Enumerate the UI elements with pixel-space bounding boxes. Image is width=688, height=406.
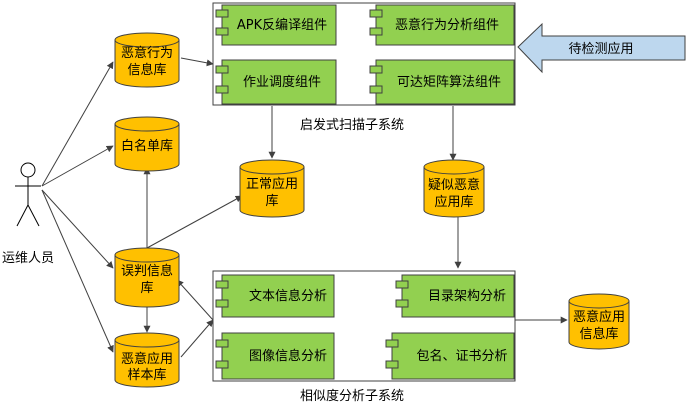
malicious-app-db-label-2: 信息库: [579, 326, 618, 342]
malicious-behavior-db-label-1: 恶意行为: [121, 45, 173, 61]
component-port-icon: [215, 85, 229, 94]
normal-app-db-label-1: 正常应用: [246, 176, 298, 192]
component-port-icon: [385, 339, 399, 348]
component-text-analysis: 文本信息分析: [215, 274, 335, 318]
component-job-scheduler: 作业调度组件: [215, 59, 337, 105]
component-behavior-analysis: 恶意行为分析组件: [369, 4, 515, 46]
misjudge-db-label-1: 误判信息: [121, 263, 173, 279]
job-scheduler-label: 作业调度组件: [243, 74, 321, 90]
component-port-icon: [215, 339, 229, 348]
misjudge-db-label-2: 库: [140, 280, 153, 296]
component-port-icon: [215, 9, 229, 18]
suspect-db: 疑似恶意 应用库: [423, 159, 485, 218]
component-image-analysis: 图像信息分析: [215, 332, 335, 380]
component-port-icon: [215, 360, 229, 369]
suspect-db-label-2: 应用库: [434, 194, 473, 210]
apk-decompile-label: APK反编译组件: [237, 18, 327, 33]
normal-app-db-label-2: 库: [265, 193, 278, 209]
actor-label: 运维人员: [2, 251, 54, 266]
arrow-behavior-db-to-heuristic: [180, 57, 214, 67]
text-analysis-label: 文本信息分析: [249, 288, 327, 304]
image-analysis-label: 图像信息分析: [249, 348, 327, 364]
component-reachability-matrix: 可达矩阵算法组件: [369, 59, 515, 105]
whitelist-db-label: 白名单库: [121, 138, 173, 154]
malicious-sample-db-label-1: 恶意应用: [121, 351, 173, 367]
heuristic-subsystem-label: 启发式扫描子系统: [300, 117, 404, 133]
component-directory-analysis: 目录架构分析: [395, 274, 515, 318]
component-port-icon: [395, 280, 409, 289]
arrow-actor-to-misjudge-db: [41, 189, 114, 269]
component-port-icon: [215, 65, 229, 74]
directory-analysis-label: 目录架构分析: [428, 289, 506, 304]
operator-actor: 运维人员: [2, 162, 54, 266]
component-port-icon: [369, 65, 383, 74]
component-port-icon: [369, 9, 383, 18]
input-app-label: 待检测应用: [568, 41, 633, 57]
component-port-icon: [395, 299, 409, 308]
component-port-icon: [369, 85, 383, 94]
malicious-sample-db: 恶意应用 样本库: [114, 332, 180, 388]
component-package-cert-analysis: 包名、证书分析: [385, 332, 515, 380]
malicious-app-db: 恶意应用 信息库: [568, 293, 630, 350]
component-apk-decompile: APK反编译组件: [215, 4, 337, 46]
heuristic-scan-subsystem: APK反编译组件 恶意行为分析组件 作业调度组件 可达矩阵算法组件 启发式扫描子…: [212, 2, 516, 133]
component-port-icon: [385, 360, 399, 369]
arrow-sample-to-similarity: [180, 319, 214, 358]
malicious-app-db-label-1: 恶意应用: [573, 309, 625, 325]
arrow-misjudge-to-normal-db: [146, 195, 243, 249]
arrow-similarity-to-misjudge: [176, 279, 214, 321]
malicious-behavior-db-label-2: 信息库: [127, 62, 166, 78]
misjudge-db: 误判信息 库: [114, 247, 180, 308]
arrow-actor-to-behavior-db: [41, 61, 114, 187]
suspect-db-label-1: 疑似恶意: [428, 177, 480, 193]
stick-figure-icon: [15, 162, 41, 227]
component-port-icon: [215, 27, 229, 36]
connectors: [41, 57, 568, 358]
normal-app-db: 正常应用 库: [239, 159, 305, 218]
package-cert-analysis-label: 包名、证书分析: [416, 348, 507, 364]
arrow-actor-to-sample-db: [41, 189, 114, 353]
arrow-actor-to-whitelist-db: [41, 145, 114, 187]
similarity-subsystem-label: 相似度分析子系统: [300, 388, 404, 404]
reachability-matrix-label: 可达矩阵算法组件: [397, 75, 501, 90]
left-arrow-icon: [517, 22, 686, 74]
behavior-analysis-label: 恶意行为分析组件: [395, 17, 499, 33]
component-port-icon: [215, 299, 229, 308]
input-app-arrow: 待检测应用: [517, 22, 686, 74]
malicious-behavior-db: 恶意行为 信息库: [114, 32, 180, 88]
component-port-icon: [369, 27, 383, 36]
whitelist-db: 白名单库: [114, 116, 180, 172]
similarity-analysis-subsystem: 文本信息分析 目录架构分析 图像信息分析 包名、证书分析 相似度分析子系统: [212, 270, 516, 404]
component-port-icon: [215, 280, 229, 289]
malicious-sample-db-label-2: 样本库: [127, 367, 166, 383]
